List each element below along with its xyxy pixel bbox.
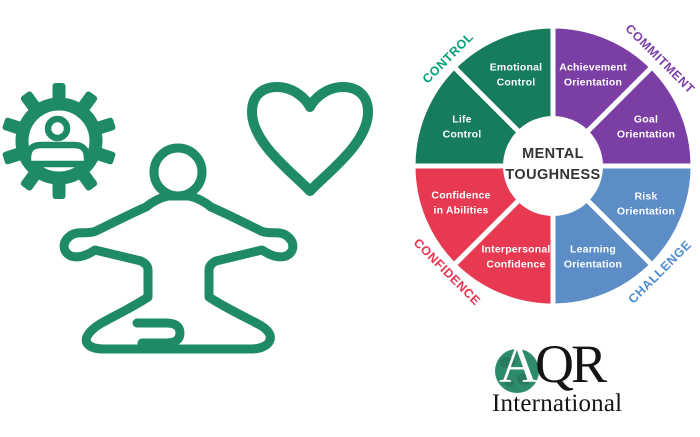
segment-label-emotional-control: Emotional Control bbox=[489, 61, 543, 88]
logo-rest: QR bbox=[535, 334, 607, 394]
segment-label-confidence-in-abilities: Confidence in Abilities bbox=[431, 189, 491, 216]
illustration-art bbox=[2, 82, 373, 354]
globe-landmass bbox=[505, 379, 514, 387]
person-body-in-gear bbox=[24, 141, 91, 168]
mental-toughness-wheel bbox=[410, 23, 696, 309]
meditating-person-head bbox=[149, 143, 207, 201]
tucked-foot-line bbox=[132, 318, 185, 348]
wheel-center-disc bbox=[503, 116, 603, 216]
meditating-person-icon bbox=[59, 143, 298, 354]
logo-initial: A bbox=[499, 334, 538, 394]
logo-globe-icon bbox=[495, 349, 539, 393]
segment-label-life-control: Life Control bbox=[442, 113, 482, 140]
heart-icon bbox=[247, 82, 373, 196]
globe-landmass bbox=[517, 373, 531, 385]
aqr-logo: AQR International bbox=[488, 335, 658, 425]
gear-person-icon bbox=[2, 83, 116, 199]
logo-subtitle: International bbox=[492, 390, 623, 417]
globe-landmass bbox=[499, 357, 515, 368]
logo-wordmark: AQR bbox=[499, 334, 607, 394]
segment-label-learning-orientation: Learning Orientation bbox=[563, 243, 623, 270]
person-head-in-gear bbox=[44, 115, 71, 142]
segment-label-risk-orientation: Risk Orientation bbox=[616, 190, 676, 217]
segment-label-achievement-orientation: Achievement Orientation bbox=[559, 61, 627, 88]
segment-label-interpersonal-confidence: Interpersonal Confidence bbox=[481, 243, 551, 270]
wheel-center-title: MENTAL TOUGHNESS bbox=[505, 145, 601, 183]
segment-label-goal-orientation: Goal Orientation bbox=[616, 113, 676, 140]
